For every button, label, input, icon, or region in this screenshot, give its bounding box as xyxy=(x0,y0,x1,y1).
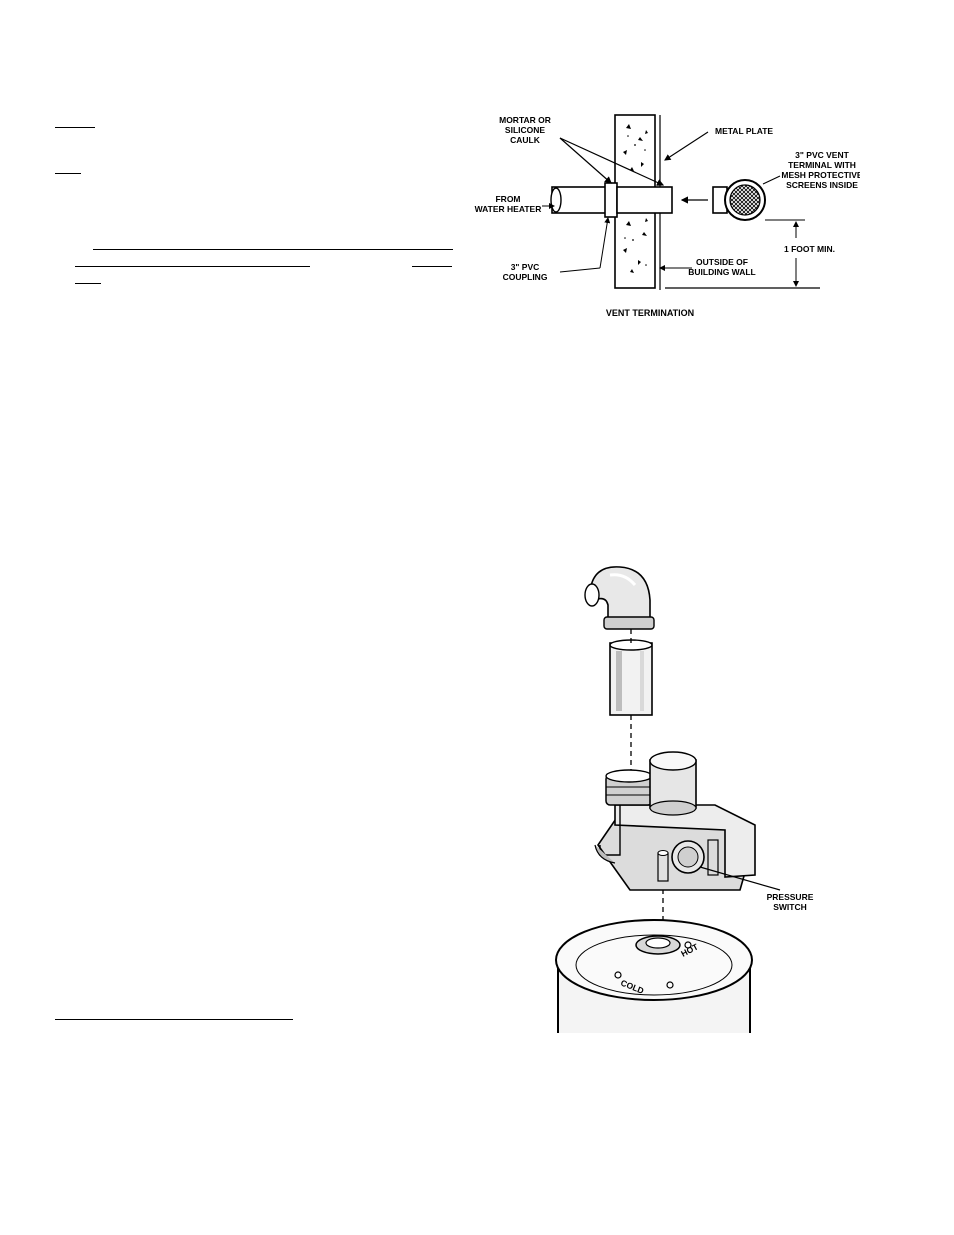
label-from-1: FROM xyxy=(495,194,520,204)
label-mortar-2: SILICONE xyxy=(505,125,545,135)
label-from-2: WATER HEATER xyxy=(475,204,542,214)
blower-assembly xyxy=(594,751,756,891)
label-terminal-3: MESH PROTECTIVE xyxy=(781,170,860,180)
label-terminal-4: SCREENS INSIDE xyxy=(786,180,858,190)
underline-3 xyxy=(93,249,453,250)
underline-7 xyxy=(55,1019,293,1020)
vent-termination-diagram: MORTAR OR SILICONE CAULK METAL PLATE 3" … xyxy=(475,114,860,318)
label-pressure-switch-2: SWITCH xyxy=(773,902,807,912)
label-outside-2: BUILDING WALL xyxy=(688,267,756,277)
label-one-foot: 1 FOOT MIN. xyxy=(784,244,835,254)
underline-2 xyxy=(55,173,81,174)
water-heater-assembly-diagram: PRESSURE SWITCH HOT COLD xyxy=(555,566,814,1033)
underline-1 xyxy=(55,127,95,128)
water-heater-top: HOT COLD xyxy=(555,919,753,1033)
underline-4 xyxy=(75,266,310,267)
underline-6 xyxy=(75,283,101,284)
label-mortar-3: CAULK xyxy=(510,135,541,145)
pvc-vent-terminal xyxy=(712,179,766,221)
underline-5 xyxy=(412,266,452,267)
vent-pipe xyxy=(550,182,673,218)
label-terminal-2: TERMINAL WITH xyxy=(788,160,856,170)
label-pressure-switch-1: PRESSURE xyxy=(767,892,814,902)
label-metal-plate: METAL PLATE xyxy=(715,126,773,136)
label-coupling-2: COUPLING xyxy=(503,272,548,282)
pvc-elbow xyxy=(584,566,655,630)
label-outside-1: OUTSIDE OF xyxy=(696,257,748,267)
label-mortar-1: MORTAR OR xyxy=(499,115,551,125)
pvc-pipe-section xyxy=(609,639,653,716)
label-terminal-1: 3" PVC VENT xyxy=(795,150,849,160)
vent-termination-title: VENT TERMINATION xyxy=(606,308,694,318)
label-coupling-1: 3" PVC xyxy=(511,262,540,272)
